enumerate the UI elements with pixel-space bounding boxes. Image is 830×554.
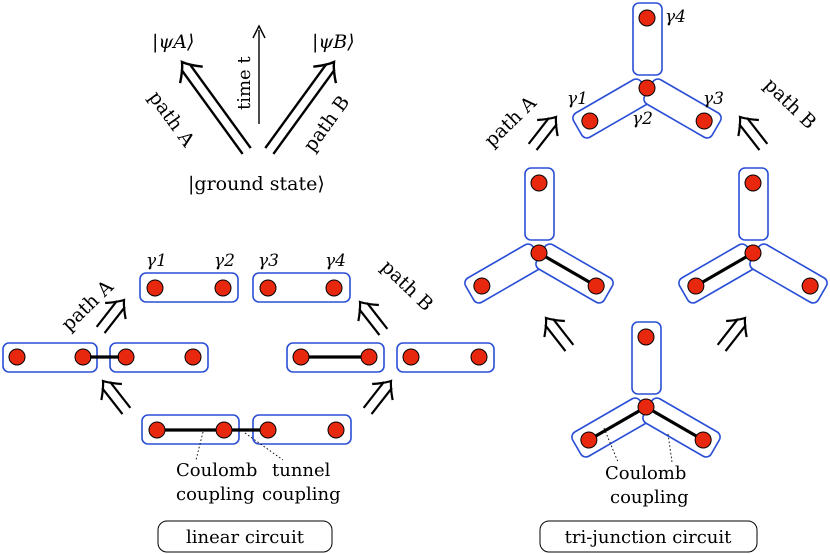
coulomb-leader [603,427,619,463]
linear-coulomb-label-2: coupling [176,484,255,505]
tri-coulomb-label-2: coupling [610,487,689,508]
linear-tunnel-label-1: tunnel [272,460,331,481]
majorana-dot [637,398,655,416]
majorana-dot [292,348,310,366]
majorana-dot [402,348,420,366]
trijunction-circuit: γ4 γ1 γ2 γ3 [464,2,828,553]
tri-gamma3-label: γ3 [703,89,724,109]
state-a-label: |ψA⟩ [152,31,194,53]
majorana-dot [744,244,762,262]
linear-path-b-arrow-upper [348,292,395,342]
tri-path-b-arrow-upper [728,107,775,157]
junction-right [678,167,828,304]
linear-path-b-arrow-lower [356,371,403,421]
majorana-gamma4 [325,279,343,297]
state-b-label: |ψB⟩ [312,31,355,53]
majorana-dot [74,348,92,366]
tri-path-b-arrow-lower [710,308,757,358]
ground-state-schematic: |ψA⟩ |ψB⟩ time t path A path B |ground s… [144,24,355,195]
majorana-dot [215,421,233,439]
linear-coulomb-label-1: Coulomb [176,460,257,481]
majorana-dot [327,421,345,439]
tunnel-leader [244,432,284,461]
majorana-gamma2 [638,79,656,97]
time-arrowhead-icon [252,24,266,39]
junction-top: γ4 γ1 γ2 γ3 [567,2,724,139]
linear-path-b-label: path B [377,256,438,316]
left-arm [572,78,651,139]
majorana-dot [744,174,762,192]
time-label: time t [234,56,255,110]
majorana-dot [530,174,548,192]
wire-gamma34 [252,272,351,303]
majorana-dot [530,244,548,262]
junction-left [464,167,614,304]
tri-gamma4-label: γ4 [665,7,686,27]
majorana-dot [470,348,488,366]
majorana-dot [117,348,135,366]
tri-path-a-label: path A [480,92,541,152]
linear-gamma2-label: γ2 [214,251,235,271]
tri-caption: tri-junction circuit [565,527,733,548]
majorana-dot [8,348,26,366]
linear-gamma4-label: γ4 [325,251,346,271]
linear-path-a-arrow-lower [91,371,138,421]
majorana-dot [259,421,277,439]
ground-state-label: |ground state⟩ [188,173,325,195]
tri-path-b-label: path B [760,74,821,134]
linear-tunnel-label-2: coupling [262,484,341,505]
right-arm [642,397,721,458]
linear-gamma1-label: γ1 [146,251,167,271]
majorana-dot [148,421,166,439]
tri-gamma2-label: γ2 [632,109,653,129]
majorana-gamma2 [214,279,232,297]
majorana-dot [637,328,655,346]
tri-path-a-arrow-lower [534,308,581,358]
linear-gamma3-label: γ3 [258,251,279,271]
tri-gamma1-label: γ1 [567,89,588,109]
wire-gamma12 [139,272,239,303]
linear-caption: linear circuit [186,527,305,548]
majorana-dot [360,348,378,366]
tri-coulomb-label-1: Coulomb [605,463,686,484]
wire-right-b [396,342,495,373]
right-arm [535,243,614,304]
majorana-gamma1 [146,279,164,297]
right-arm [749,243,828,304]
coulomb-leader [195,431,204,461]
linear-circuit: γ1 γ2 γ3 γ4 p [2,251,495,553]
junction-bottom [571,321,721,463]
majorana-gamma3 [259,279,277,297]
majorana-dot [184,348,202,366]
linear-caption-box [157,520,333,553]
right-arm [643,78,722,139]
schematic-path-a-label: path A [144,87,199,151]
majorana-gamma4 [638,9,656,27]
schematic-path-b-label: path B [299,92,354,156]
coulomb-leader [667,433,673,463]
tri-caption-box [539,520,758,553]
